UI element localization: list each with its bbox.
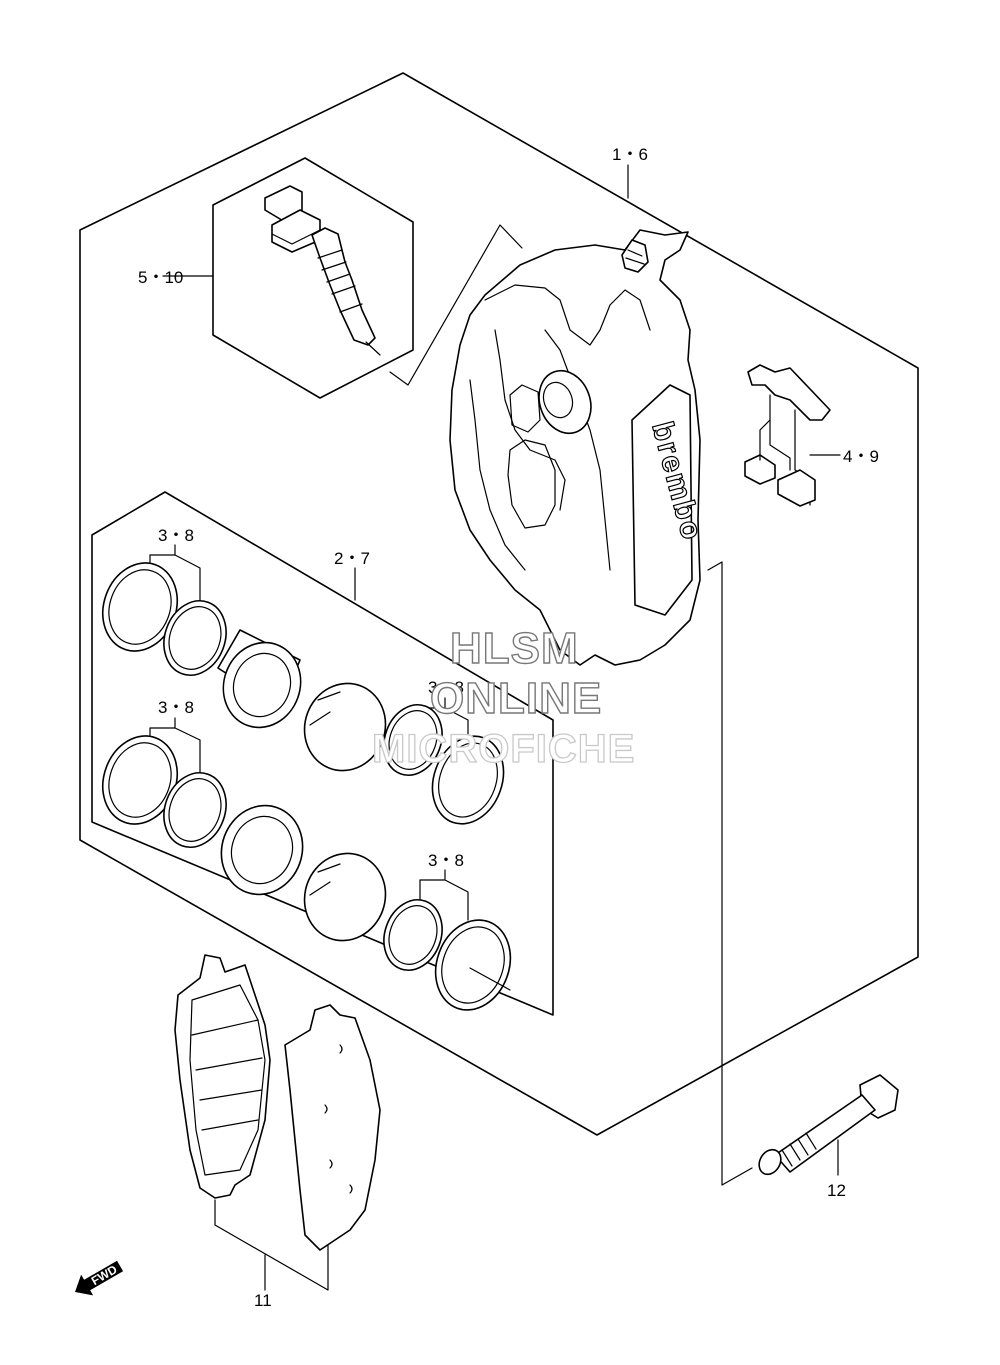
callout-pad-spring: 4・9 (843, 447, 879, 466)
callout-seal-top-left: 3・8 (158, 526, 194, 545)
main-assembly-outline (79, 72, 919, 1136)
watermark-line-2: ONLINE (430, 674, 602, 723)
callout-labels: 1・6 5・10 4・9 2・7 3・8 3・8 3・8 3・8 11 12 (138, 145, 879, 1310)
watermark: HLSM ONLINE MICROFICHE (371, 623, 635, 771)
bleeder-valve (264, 185, 381, 356)
caliper-bolt (758, 1074, 899, 1176)
leader-lines (149, 164, 841, 1291)
callout-bolt: 12 (827, 1181, 846, 1200)
bleeder-kit-outline (212, 157, 414, 399)
callout-seal-mid-left: 3・8 (158, 698, 194, 717)
forward-arrow-icon: FWD (75, 1260, 124, 1296)
callout-seal-bottom-right: 3・8 (428, 851, 464, 870)
callout-seal-mid-right: 3・8 (428, 678, 464, 697)
callout-pads: 11 (254, 1291, 272, 1310)
callout-bleeder: 5・10 (138, 268, 183, 287)
callout-piston-set: 2・7 (334, 549, 370, 568)
watermark-line-1: HLSM (450, 624, 579, 673)
brake-pads (174, 954, 381, 1251)
pad-spring (744, 364, 831, 507)
watermark-line-3: MICROFICHE (372, 727, 635, 771)
callout-caliper: 1・6 (612, 145, 648, 164)
brake-caliper: brembo (449, 229, 709, 666)
piston-seal-set (102, 562, 512, 1011)
piston-kit-outline (91, 491, 554, 1016)
